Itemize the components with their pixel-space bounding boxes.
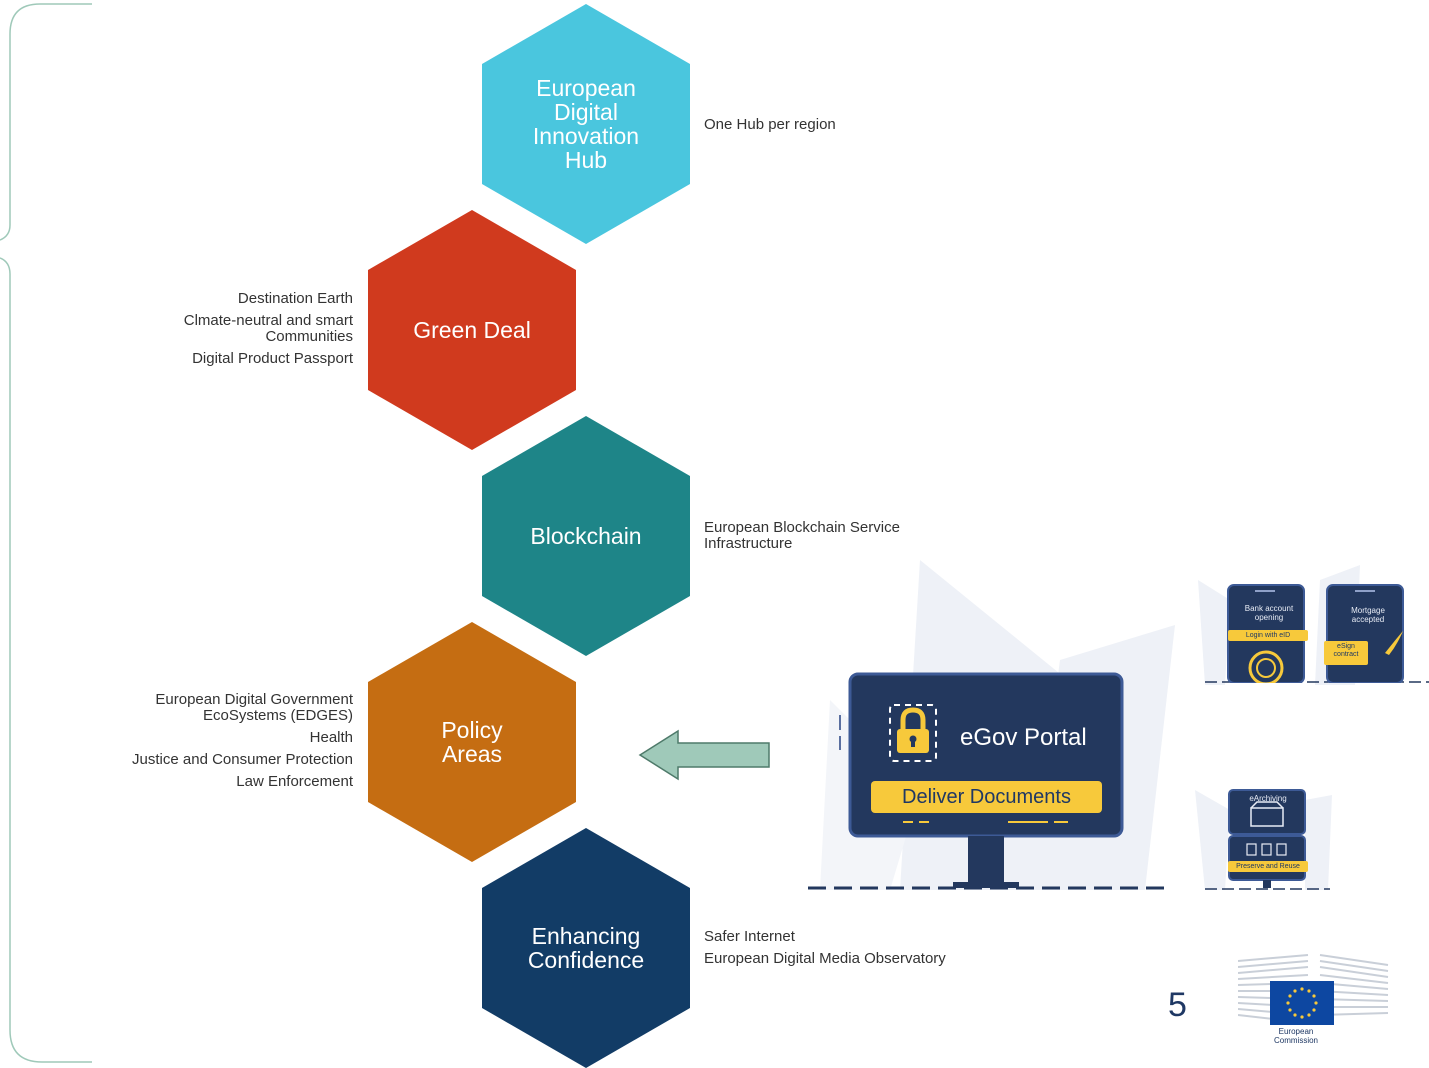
hex-shape [482,4,690,244]
hexagon-label: Blockchain [530,523,642,549]
note-green-deal: Destination Earth Clmate-neutral and sma… [120,291,353,373]
note-item: European Digital Media Observatory [704,950,946,967]
phone1-tag: Login with eID [1228,630,1308,641]
hexagon-enhancing-confidence: Enhancing Confidence [482,828,690,1068]
note-blockchain: European Blockchain Service Infrastructu… [704,520,900,558]
hexagon-blockchain: Blockchain [482,416,690,656]
note-item: European Blockchain Service Infrastructu… [704,519,900,552]
note-item: Destination Earth [237,290,353,307]
hexagon-policy-areas: Policy Areas [368,622,576,862]
hexagon-edih: European Digital Innovation Hub [482,4,690,244]
hexagon-label: Green Deal [413,317,531,343]
note-item: Law Enforcement [236,773,353,790]
note-item: Digital Product Passport [192,350,353,367]
note-item: Justice and Consumer Protection [132,751,353,768]
note-item: European Digital Government EcoSystems (… [155,691,353,724]
phone2-tag: eSign contract [1324,641,1368,665]
note-policy: European Digital Government EcoSystems (… [90,692,353,796]
note-item: Health [309,729,353,746]
left-bracket [0,3,92,1063]
note-item: One Hub per region [704,116,836,133]
archive-illustration [1228,789,1306,888]
european-commission-logo [1238,954,1389,1025]
portal-title: eGov Portal [960,724,1087,751]
hexagon-label: European Digital Innovation Hub [532,75,640,173]
note-edih: One Hub per region [704,117,836,139]
deliver-documents-button: Deliver Documents [871,781,1102,813]
hexagon-label: Policy Areas [441,717,503,767]
hexagon-green-deal: Green Deal [368,210,576,450]
note-confidence: Safer Internet European Digital Media Ob… [704,929,946,973]
archive-tag: Preserve and Reuse [1228,861,1308,872]
phone1-text: Bank account opening [1244,604,1294,622]
note-item: Safer Internet [704,928,795,945]
logo-text: European Commission [1273,1027,1318,1045]
left-arrow [638,729,770,781]
hexagon-label: Enhancing Confidence [527,923,645,973]
note-item: Clmate-neutral and smart Communities [183,312,353,345]
phone2-text: Mortgage accepted [1351,606,1385,624]
slide-number: 5 [1168,986,1187,1024]
archive-text: eArchiving [1249,794,1287,803]
